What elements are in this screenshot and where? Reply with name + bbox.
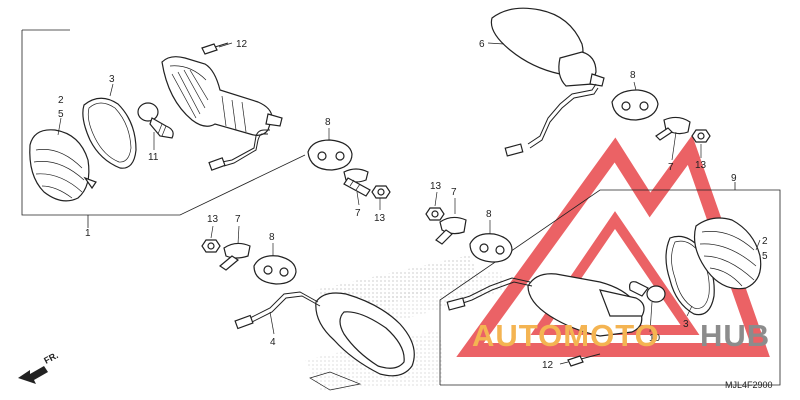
callout-7-mid-right: 7: [451, 187, 457, 198]
callout-9: 9: [731, 173, 737, 184]
winker-upper-right: [490, 7, 605, 157]
front-arrow-icon: [18, 366, 48, 384]
screw-left: [201, 42, 229, 55]
callout-2-right: 2: [762, 236, 768, 247]
callout-numbers: 1 2 5 3 11 12 8 7 13 6 8 7 13 13 7 8 13 …: [58, 39, 768, 371]
mount-rubber-upper-right: [611, 89, 659, 121]
lens-left: [29, 129, 97, 202]
housing-left: [161, 56, 283, 136]
watermark-word-hub: HUB: [700, 318, 770, 353]
watermark-word-auto: AUTOMOTO: [472, 318, 660, 353]
callout-13-upper-right: 13: [695, 160, 707, 171]
mount-bolt-mid-left: [218, 242, 251, 271]
callout-7-left: 7: [355, 208, 361, 219]
callout-4: 4: [270, 337, 276, 348]
screw-right: [567, 353, 601, 367]
mount-rubber-mid-left: [253, 255, 297, 285]
bulb-right: [629, 281, 666, 303]
callout-8-mid-right: 8: [486, 209, 492, 220]
callout-8-upper-right: 8: [630, 70, 636, 81]
mount-bolt-mid-right: [435, 216, 467, 245]
callout-13-mid-right: 13: [430, 181, 442, 192]
gasket-left: [82, 97, 137, 169]
bulb-left: [137, 102, 174, 139]
callout-13-mid-left: 13: [207, 214, 219, 225]
diagram-code: MJL4F2900: [725, 380, 773, 390]
callout-1: 1: [85, 228, 91, 239]
mount-nut-mid-left: [201, 239, 221, 253]
front-label: FR.: [42, 350, 59, 366]
assembly-frame-right: [439, 182, 781, 386]
callout-7-upper-right: 7: [668, 162, 674, 173]
callout-12-left: 12: [236, 39, 248, 50]
assembly-frame-left: [21, 29, 306, 228]
winker-lower-right-housing: [446, 273, 645, 337]
mount-bolt-upper-right: [655, 116, 691, 141]
callout-3-right: 3: [683, 319, 689, 330]
callout-13-left: 13: [374, 213, 386, 224]
callout-6: 6: [479, 39, 485, 50]
callout-11: 11: [148, 152, 159, 163]
callout-5-left: 5: [58, 109, 64, 120]
callout-2-left: 2: [58, 95, 64, 106]
mount-rubber-left: [307, 139, 353, 171]
winker-lower-left: [234, 291, 415, 377]
leader-lines: [57, 42, 761, 365]
mount-bolt-left: [343, 168, 371, 197]
brand-stamp: [309, 371, 362, 391]
callout-5-right: 5: [762, 251, 768, 262]
callout-12-right: 12: [542, 360, 554, 371]
mount-rubber-mid-right: [469, 233, 513, 263]
callout-8-mid-left: 8: [269, 232, 275, 243]
callout-7-mid-left: 7: [235, 214, 241, 225]
callout-3-left: 3: [109, 74, 115, 85]
callout-10: 10: [649, 333, 661, 344]
mount-nut-left: [371, 185, 391, 199]
mount-nut-mid-right: [425, 207, 445, 221]
front-direction-marker: FR.: [18, 350, 60, 384]
callout-8-left: 8: [325, 117, 331, 128]
mount-nut-upper-right: [691, 129, 711, 143]
wire-left: [208, 129, 270, 171]
lens-right: [693, 217, 762, 290]
